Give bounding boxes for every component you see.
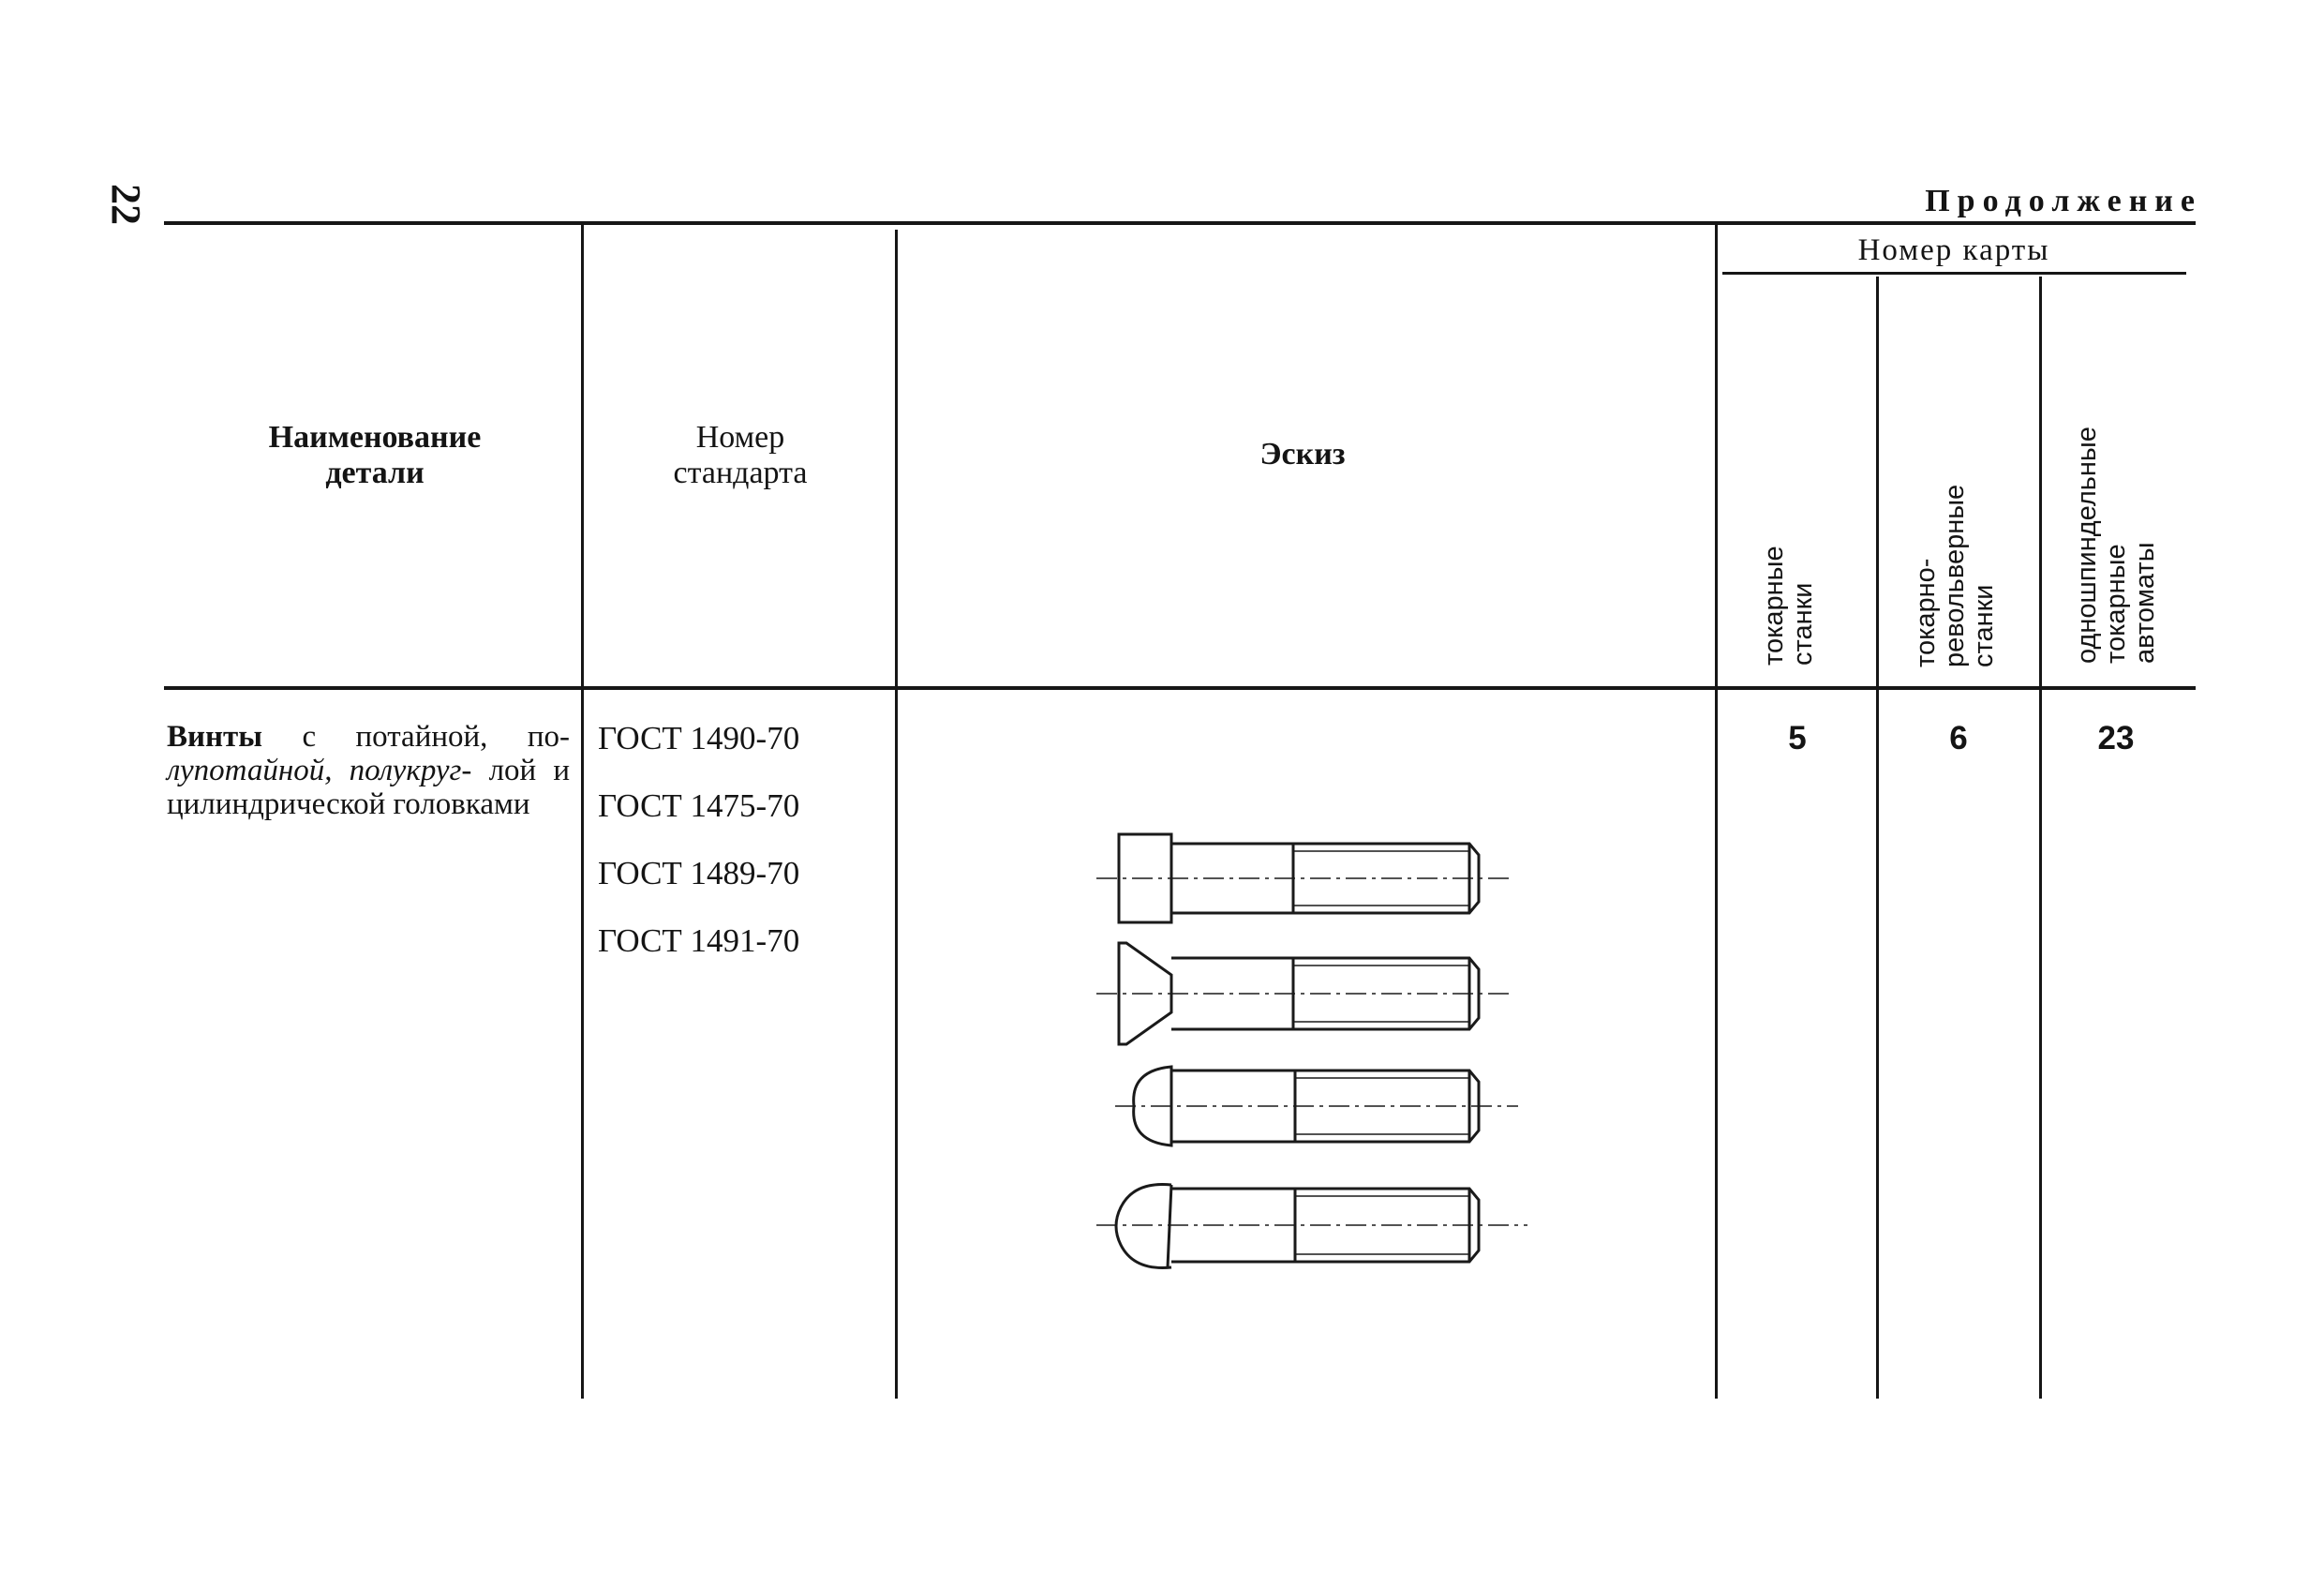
part-name-text-1: с потайной, по- <box>302 720 570 754</box>
standard-number: ГОСТ 1489-70 <box>598 855 800 891</box>
col-divider-3 <box>1715 225 1718 1399</box>
col-divider-1 <box>581 225 584 1399</box>
col-divider-4 <box>1876 277 1879 1399</box>
card-turret: 6 <box>1949 720 1968 756</box>
col-divider-5 <box>2039 277 2042 1399</box>
header-turret-line2: револьверные <box>1940 484 1970 667</box>
header-part-name: Наименование детали <box>268 420 482 490</box>
header-standard-line1: Номер <box>695 420 785 455</box>
header-lathes: токарные станки <box>1759 546 1818 666</box>
header-card-number: Номер карты <box>1857 233 2050 267</box>
header-turret-line3: станки <box>1969 584 1999 668</box>
cylindrical-head-screw <box>1096 832 1509 924</box>
standard-number: ГОСТ 1475-70 <box>598 787 800 824</box>
part-name: Винты с потайной, по- лупотайной, полукр… <box>167 720 570 821</box>
standard-number: ГОСТ 1491-70 <box>598 922 800 959</box>
header-turret-line1: токарно- <box>1911 558 1941 667</box>
table-top-rule <box>164 221 2196 225</box>
header-automatic-line1: одношпиндельные <box>2072 427 2102 664</box>
header-automatic-line2: токарные <box>2101 544 2131 664</box>
part-name-text-2: лой и цилиндрической головками <box>167 754 571 821</box>
header-automatic-line3: автоматы <box>2130 542 2160 664</box>
round-head-screw <box>1096 1183 1527 1269</box>
col-divider-2 <box>895 230 898 1399</box>
part-name-lead: Винты <box>167 720 263 754</box>
part-name-text-italic: лупотайной, полукруг- <box>167 754 472 787</box>
semi-round-head-screw <box>1115 1065 1518 1147</box>
card-lathes: 5 <box>1788 720 1807 756</box>
header-lathes-line1: токарные <box>1759 546 1789 666</box>
continuation-label: Продолжение <box>1925 184 2202 218</box>
screws-sketch <box>1096 832 1527 1269</box>
standard-number: ГОСТ 1490-70 <box>598 720 800 756</box>
header-automatic: одношпиндельные токарные автоматы <box>2072 427 2160 664</box>
header-bottom-rule <box>164 686 2196 690</box>
countersunk-head-screw <box>1096 941 1509 1046</box>
header-standard: Номер стандарта <box>618 420 862 491</box>
header-sketch: Эскиз <box>1259 437 1346 472</box>
header-standard-line2: стандарта <box>673 456 808 490</box>
page-number: 22 <box>103 184 149 225</box>
card-automatic: 23 <box>2097 720 2135 756</box>
header-lathes-line2: станки <box>1788 582 1818 666</box>
card-group-rule <box>1722 272 2186 275</box>
header-turret: токарно- револьверные станки <box>1911 484 1999 668</box>
